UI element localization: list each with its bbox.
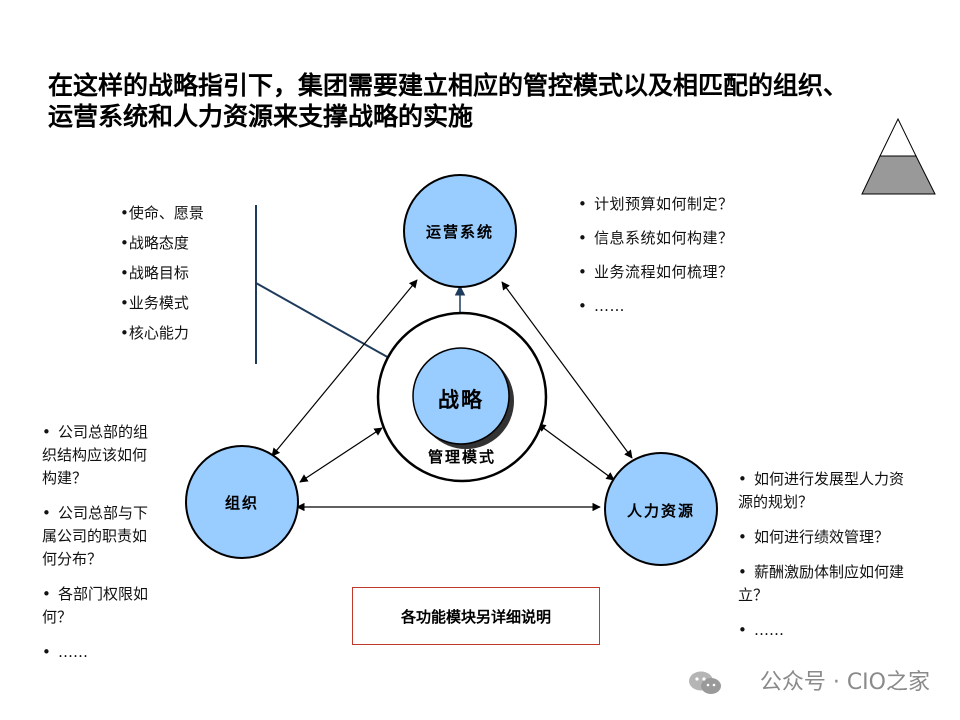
list-item: •业务模式 bbox=[120, 294, 189, 312]
list-item: •…… bbox=[738, 621, 784, 639]
list-item: •薪酬激励体制应如何建立？ bbox=[738, 563, 905, 604]
list-item: •公司总部与下属公司的职责如何分布？ bbox=[42, 504, 149, 568]
strategy-core bbox=[412, 347, 510, 445]
hr-list: •如何进行发展型人力资源的规划？ •如何进行绩效管理？ •薪酬激励体制应如何建立… bbox=[738, 468, 910, 654]
page-title: 在这样的战略指引下，集团需要建立相应的管控模式以及相匹配的组织、 运营系统和人力… bbox=[48, 70, 928, 132]
list-item: •…… bbox=[42, 643, 88, 661]
ops-node bbox=[403, 174, 517, 288]
arrow-ring-hr bbox=[537, 423, 615, 481]
list-item: •业务流程如何梳理？ bbox=[578, 263, 734, 281]
list-item: •核心能力 bbox=[120, 324, 189, 342]
pyramid-icon bbox=[861, 117, 936, 195]
list-item: •战略态度 bbox=[120, 234, 189, 252]
list-item: •公司总部的组织结构应该如何构建？ bbox=[42, 423, 149, 487]
org-node bbox=[185, 445, 299, 559]
note-box: 各功能模块另详细说明 bbox=[352, 587, 600, 645]
list-item: •各部门权限如何？ bbox=[42, 585, 149, 626]
list-item: •计划预算如何制定？ bbox=[578, 195, 734, 213]
arrow-ring-org bbox=[299, 427, 383, 483]
title-line-1: 在这样的战略指引下，集团需要建立相应的管控模式以及相匹配的组织、 bbox=[48, 71, 849, 100]
watermark-text: 公众号 · CIO之家 bbox=[759, 670, 930, 695]
list-item: •如何进行发展型人力资源的规划？ bbox=[738, 470, 905, 511]
note-text: 各功能模块另详细说明 bbox=[400, 607, 551, 626]
list-item: •信息系统如何构建？ bbox=[578, 229, 734, 247]
org-node-label: 组织 bbox=[224, 494, 259, 512]
list-item: •…… bbox=[578, 297, 625, 315]
strategy-core-label: 战略 bbox=[438, 387, 484, 412]
list-item: •如何进行绩效管理？ bbox=[738, 528, 890, 546]
wechat-icon bbox=[689, 671, 721, 694]
hr-node bbox=[604, 452, 718, 566]
arrow-org-ops bbox=[271, 279, 418, 457]
list-item: •战略目标 bbox=[120, 264, 189, 282]
ops-list: •计划预算如何制定？ •信息系统如何构建？ •业务流程如何梳理？ •…… bbox=[578, 187, 734, 323]
org-list: •公司总部的组织结构应该如何构建？ •公司总部与下属公司的职责如何分布？ •各部… bbox=[42, 421, 158, 676]
strategy-list: •使命、愿景 •战略态度 •战略目标 •业务模式 •核心能力 bbox=[120, 198, 204, 348]
title-line-2: 运营系统和人力资源来支撑战略的实施 bbox=[48, 102, 474, 131]
list-item: •使命、愿景 bbox=[120, 204, 204, 222]
ops-node-label: 运营系统 bbox=[425, 223, 494, 241]
hr-node-label: 人力资源 bbox=[626, 502, 695, 520]
management-ring-label: 管理模式 bbox=[427, 448, 496, 466]
